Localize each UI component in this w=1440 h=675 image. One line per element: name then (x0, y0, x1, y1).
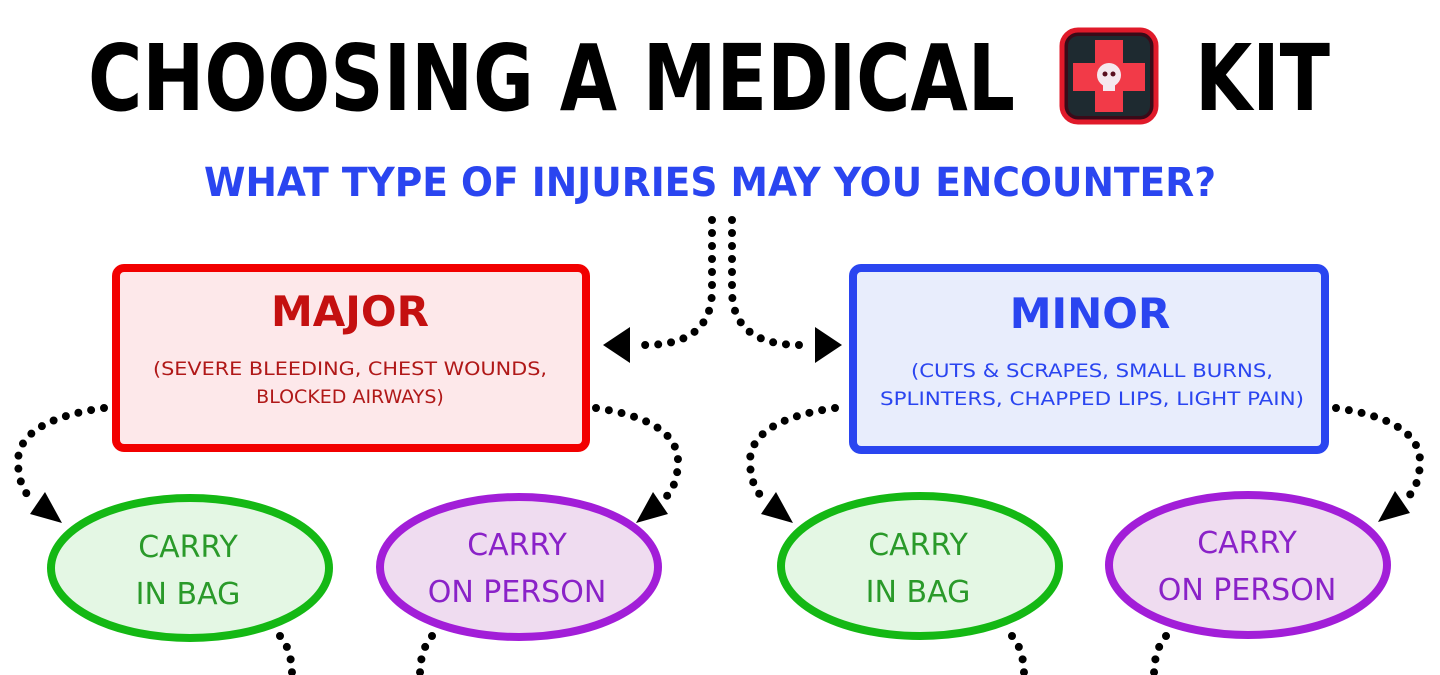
major-box: MAJOR (SEVERE BLEEDING, CHEST WOUNDS, BL… (112, 264, 590, 452)
connector-down (1008, 632, 1028, 675)
svg-text:CARRY: CARRY (868, 528, 968, 563)
major-carry-on-person: CARRY ON PERSON (376, 493, 662, 641)
arrow-down-icon (761, 492, 793, 523)
connector-major-person (592, 404, 683, 506)
minor-desc-line2: SPLINTERS, CHAPPED LIPS, LIGHT PAIN) (880, 388, 1304, 410)
svg-text:CARRY: CARRY (467, 528, 567, 563)
arrow-down-icon (1378, 491, 1410, 522)
arrow-left-icon (603, 327, 630, 363)
connector-down (276, 632, 296, 675)
medical-kit-logo-icon (1059, 27, 1159, 125)
title-kit-text: KIT (1195, 25, 1330, 132)
minor-heading: MINOR (1010, 289, 1171, 338)
svg-text:ON PERSON: ON PERSON (1158, 573, 1337, 608)
connector-minor-bag (745, 404, 839, 506)
minor-carry-in-bag: CARRY IN BAG (777, 492, 1063, 640)
major-heading: MAJOR (271, 287, 429, 336)
subtitle: WHAT TYPE OF INJURIES MAY YOU ENCOUNTER? (204, 160, 1216, 206)
connector-to-major (641, 216, 716, 349)
svg-text:ON PERSON: ON PERSON (428, 575, 607, 610)
arrow-down-icon (30, 492, 62, 523)
minor-carry-on-person: CARRY ON PERSON (1105, 491, 1391, 639)
connector-down (416, 632, 436, 675)
svg-text:IN BAG: IN BAG (136, 577, 241, 612)
connector-major-bag (13, 404, 108, 506)
svg-text:IN BAG: IN BAG (866, 575, 971, 610)
major-desc-line2: BLOCKED AIRWAYS) (256, 386, 444, 408)
minor-box: MINOR (CUTS & SCRAPES, SMALL BURNS, SPLI… (849, 264, 1329, 454)
minor-desc-line1: (CUTS & SCRAPES, SMALL BURNS, (911, 360, 1273, 382)
title-text: CHOOSING A MEDICAL (88, 25, 1015, 132)
svg-text:CARRY: CARRY (1197, 526, 1297, 561)
arrow-down-icon (636, 492, 668, 523)
connector-down (1150, 632, 1170, 675)
svg-text:CARRY: CARRY (138, 530, 238, 565)
major-carry-in-bag: CARRY IN BAG (47, 494, 333, 642)
arrow-right-icon (815, 327, 842, 363)
major-desc-line1: (SEVERE BLEEDING, CHEST WOUNDS, (153, 358, 547, 380)
connector-to-minor (728, 216, 804, 349)
connector-minor-person (1332, 404, 1425, 506)
